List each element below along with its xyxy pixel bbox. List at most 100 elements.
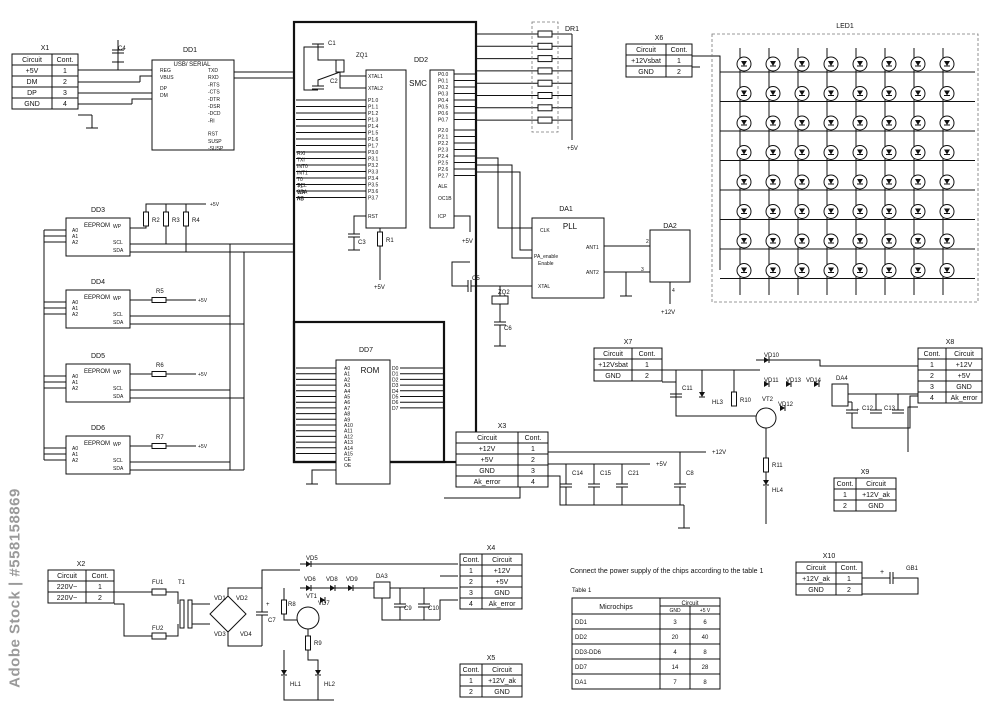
diode-body: [799, 90, 805, 96]
connector-x1-ref: X1: [41, 45, 50, 52]
wire: [307, 650, 319, 670]
led-diode: [857, 267, 863, 273]
label-led1: LED1: [836, 23, 854, 30]
chip-dd2-pin: P0.3: [438, 92, 449, 98]
table1-chip: DA1: [575, 680, 587, 686]
inductor-coil: [537, 55, 553, 63]
connector-x5-value: +12V_ak: [488, 678, 516, 685]
table1-header-gnd-text: GND: [669, 608, 681, 614]
label-plus: +: [266, 602, 270, 608]
led-diode: [799, 179, 805, 185]
connector-x4-header: Cont.: [463, 557, 480, 564]
chip-dd2-pin: ALE: [438, 184, 448, 190]
diode-body: [799, 179, 805, 184]
label-hl1: HL1: [290, 682, 302, 688]
connector-x6-value: 2: [677, 69, 681, 76]
label-cap: C8: [686, 471, 694, 477]
chip-dd7-pin: D0: [392, 366, 399, 372]
chip-dd7-pin: D4: [392, 389, 399, 395]
chip-dd7-pin: A4: [344, 389, 350, 395]
chip-pin: SDA: [113, 320, 124, 326]
chip-dd7-pin: A0: [344, 366, 350, 372]
connector-x5-ref: X5: [487, 655, 496, 662]
led-diode: [915, 179, 921, 185]
led-diode: [799, 238, 805, 244]
led-diode: [828, 208, 834, 214]
diode-body: [886, 120, 892, 125]
chip-da2-ref: DA2: [663, 223, 677, 230]
label-vd2: VD2: [236, 596, 248, 602]
chip-pin: SCL: [113, 458, 123, 464]
chip-dd3: [65, 217, 131, 257]
chip-dd2-pin: P1.7: [368, 144, 379, 150]
chip-dd2-port-label: RXI: [297, 151, 305, 157]
diode-body: [828, 120, 834, 125]
chip-dd6: [65, 435, 131, 475]
resistor: [151, 371, 167, 377]
chip-dd2-pin: P1.2: [368, 111, 379, 117]
table1-chip: DD7: [575, 665, 588, 671]
connector-x7-ref: X7: [624, 339, 633, 346]
chip-dd2-pin: P1.4: [368, 124, 379, 130]
chip-dd2-port-label: INT1: [297, 171, 308, 177]
chip-dd2-ctrl-label: SCL: [297, 183, 307, 189]
chip-pin: A0: [72, 374, 78, 380]
transformer-coil: [187, 599, 193, 629]
wire: [548, 475, 684, 506]
chip-dd1-pin: -RI: [208, 118, 215, 124]
diode-body: [281, 670, 287, 675]
label-dr1: DR1: [565, 26, 579, 33]
diode-body: [741, 61, 747, 66]
label-pin: 4: [672, 288, 675, 294]
chip-dd4-ref: DD4: [91, 279, 105, 286]
inductor-coil: [537, 30, 553, 38]
label-5v: +5V: [198, 298, 208, 304]
chip-dd7-pin: D3: [392, 383, 399, 389]
chip-pin: A0: [72, 300, 78, 306]
diode-body: [741, 238, 747, 243]
diode-body: [886, 208, 892, 214]
chip-dd2-pin: P0.7: [438, 118, 449, 124]
led-diode: [857, 90, 863, 96]
chip-pin: SCL: [113, 386, 123, 392]
chip-dd3-ref: DD3: [91, 207, 105, 214]
diode-body: [828, 149, 834, 155]
chip-dd1-title: USB/ SERIAL: [173, 62, 211, 68]
label-fu1: FU1: [152, 580, 164, 586]
connector-x4-value: 2: [469, 579, 473, 586]
led-diode: [828, 267, 834, 273]
connector-x3-value: Ak_error: [474, 479, 502, 486]
led-diode: [799, 61, 805, 67]
label-c11: C11: [682, 386, 693, 392]
diode-body: [828, 208, 834, 214]
diode-vd8: [330, 585, 336, 591]
resistor-r3: [163, 211, 169, 227]
connector-x8-value: Ak_error: [951, 395, 979, 402]
chip-dd7-pin: A11: [344, 429, 353, 435]
diode-body: [741, 267, 747, 273]
connector-x6-header: Circuit: [636, 47, 656, 54]
connector-x3-value: 3: [531, 468, 535, 475]
chip-dd7-pin: A7: [344, 406, 350, 412]
connector-x4-value: 1: [469, 568, 473, 575]
diode-body: [828, 61, 834, 66]
connector-x10-value: GND: [808, 587, 824, 594]
connector-x6-cell: [665, 65, 693, 78]
label-hl3: HL3: [712, 400, 724, 406]
connector-x7-value: GND: [605, 373, 621, 380]
label-5v: +5V: [198, 444, 208, 450]
label-5v: +5V: [210, 202, 220, 208]
chip-dd5-ref: DD5: [91, 353, 105, 360]
led-diode: [944, 238, 950, 244]
led-diode: [741, 267, 747, 273]
connector-x8-value: 1: [930, 362, 934, 369]
led-diode: [886, 267, 892, 273]
connector-x1-header: Circuit: [22, 57, 42, 64]
chip-da1-pin: XTAL: [538, 284, 550, 290]
chip-dd7-pin: A15: [344, 452, 353, 458]
chip-dd7-pin: A2: [344, 377, 350, 383]
wire: [604, 271, 627, 296]
connector-x2-header: Circuit: [57, 573, 77, 580]
wire: [317, 44, 340, 61]
